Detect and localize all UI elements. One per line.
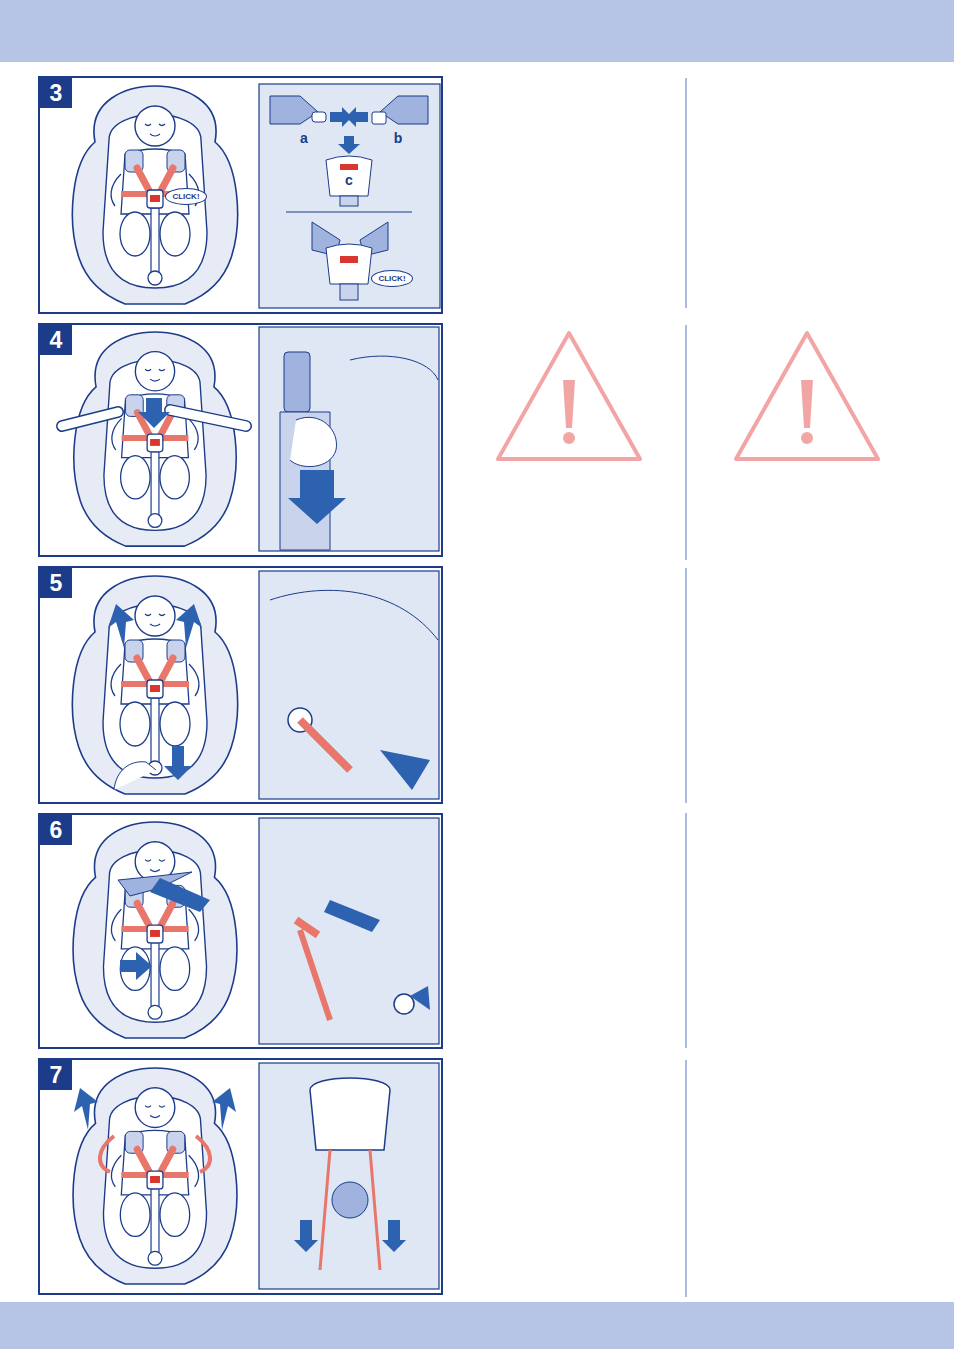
column-divider bbox=[685, 78, 687, 1297]
adjust-arrows bbox=[118, 872, 430, 1020]
step-number: 6 bbox=[40, 815, 72, 845]
part-letter: c bbox=[345, 172, 353, 188]
header-band bbox=[0, 0, 954, 62]
part-letter: a bbox=[300, 130, 308, 146]
warning-symbol bbox=[498, 333, 878, 459]
step-panel: 7 bbox=[38, 1058, 443, 1295]
callout-text: CLICK! bbox=[378, 274, 405, 283]
step-panel: 4 bbox=[38, 323, 443, 557]
step-panel: 6 bbox=[38, 813, 443, 1049]
part-letter: b bbox=[394, 130, 403, 146]
step-number: 7 bbox=[40, 1060, 72, 1090]
harness-arrows bbox=[74, 1078, 406, 1270]
buckle-detail bbox=[270, 96, 428, 300]
step-panel: 5 bbox=[38, 566, 443, 804]
step-panel: 3CLICK! CLICK! bbox=[38, 76, 443, 314]
step-number: 5 bbox=[40, 568, 72, 598]
step-number: 3 bbox=[40, 78, 72, 108]
callout-text: CLICK! bbox=[172, 192, 199, 201]
click-callout: CLICK! bbox=[371, 270, 413, 287]
footer-band bbox=[0, 1302, 954, 1349]
step-number: 4 bbox=[40, 325, 72, 355]
detail-inset bbox=[259, 84, 440, 1289]
tighten-arrows bbox=[62, 352, 438, 550]
loosen-arrows bbox=[108, 590, 438, 790]
click-callout: CLICK! bbox=[165, 188, 207, 205]
